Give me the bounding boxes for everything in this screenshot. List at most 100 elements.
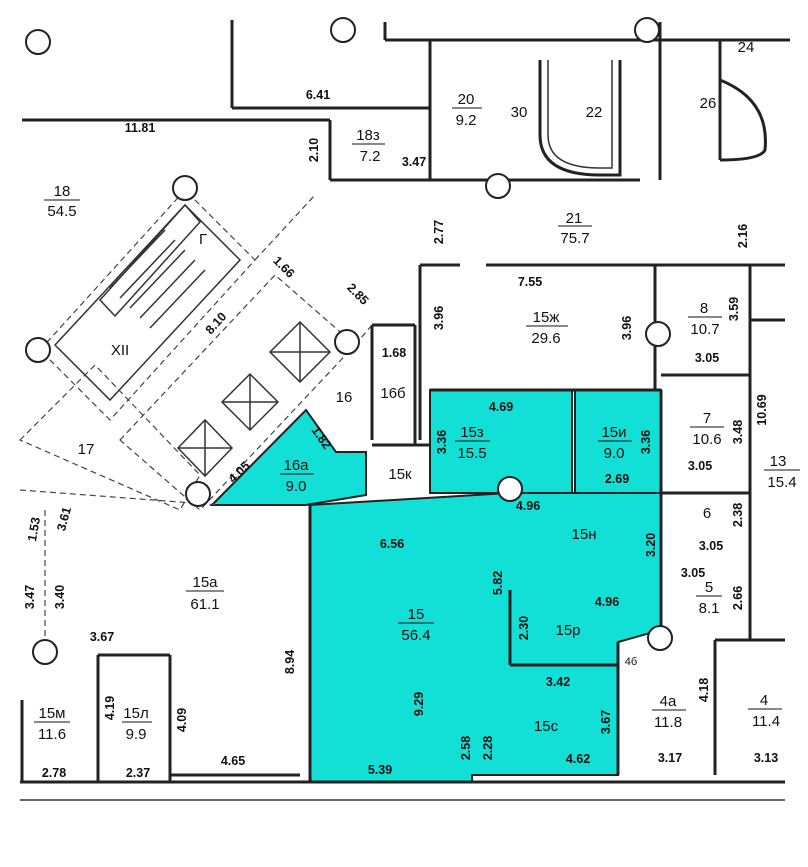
dimension: 3.96 (620, 316, 634, 340)
walls (20, 20, 785, 801)
room-number: 15р (555, 622, 580, 639)
room-area: 29.6 (531, 330, 560, 347)
room-area: 10.6 (692, 431, 721, 448)
dimension: 2.85 (344, 281, 371, 308)
room-number: 18з (356, 127, 380, 144)
room-area: 9.9 (126, 726, 147, 743)
room-area: 11.6 (38, 726, 66, 743)
dimension: 8.94 (283, 650, 297, 674)
room-area: 15.4 (767, 474, 796, 491)
room-number: 16б (380, 385, 405, 402)
column (634, 17, 660, 43)
room-number: 18 (54, 183, 71, 200)
dimension: 4.96 (595, 595, 619, 609)
dimension: 4.65 (221, 754, 245, 768)
room-number: 4 (760, 692, 768, 709)
dimension: 5.39 (368, 763, 392, 777)
room-area: 11.8 (654, 714, 682, 731)
column (25, 29, 51, 55)
dimension: 2.28 (481, 736, 495, 760)
room-area: 61.1 (190, 596, 219, 613)
room-number: 15и (601, 424, 626, 441)
dimension: 4.09 (175, 708, 189, 732)
column (334, 329, 360, 355)
room-number: 15з (460, 424, 484, 441)
dimension: 3.47 (402, 155, 426, 169)
dimension: 1.66 (270, 254, 297, 281)
room-number: 22 (586, 104, 603, 121)
dimension: 2.38 (731, 503, 745, 527)
room-number: 13 (770, 453, 787, 470)
dimension: 3.59 (727, 297, 741, 321)
room-number: 15а (192, 574, 218, 591)
room-area: 10.7 (690, 321, 719, 338)
highlighted-area (209, 389, 662, 783)
room-number: 15л (123, 705, 148, 722)
dimension: 3.36 (435, 430, 449, 454)
dimension: 9.29 (412, 692, 426, 716)
dimension: 3.96 (432, 306, 446, 330)
dimension: 3.13 (754, 751, 778, 765)
dimension: 3.48 (731, 420, 745, 444)
dimension-labels: 6.41 11.81 2.10 3.47 2.77 7.55 2.16 3.96… (23, 88, 778, 780)
room-area: 8.1 (699, 600, 720, 617)
dimension: 3.05 (695, 351, 719, 365)
dimension: 6.56 (380, 537, 404, 551)
room-number: 15 (408, 606, 425, 623)
room-number: 7 (703, 410, 711, 427)
room-15z-fill[interactable] (429, 389, 573, 494)
dimension: 3.40 (53, 585, 67, 609)
room-16a-fill[interactable] (209, 408, 367, 506)
room-number: 21 (566, 210, 583, 227)
dimension: 3.36 (639, 430, 653, 454)
dimension: 2.16 (736, 224, 750, 248)
dimension: 10.69 (755, 394, 769, 425)
dimension: 2.30 (517, 616, 531, 640)
dimension: 2.58 (459, 736, 473, 760)
dimension: 4.19 (103, 696, 117, 720)
room-area: 9.0 (286, 478, 307, 495)
column (185, 481, 211, 507)
dimension: 3.67 (599, 710, 613, 734)
room-number: 26 (700, 95, 717, 112)
room-area: 11.4 (752, 713, 780, 730)
columns (25, 17, 673, 665)
dimension: 4.69 (489, 400, 513, 414)
room-area: 54.5 (47, 203, 76, 220)
room-number: 16 (336, 389, 353, 406)
curved-walls (538, 38, 790, 177)
column (172, 175, 198, 201)
elevator-2 (220, 372, 280, 432)
dimension: 1.53 (25, 516, 43, 542)
dimension: 4.18 (697, 678, 711, 702)
room-number: 30 (511, 104, 528, 121)
room-number: XII (111, 342, 129, 359)
dimension: 3.47 (23, 585, 37, 609)
dimension: 7.55 (518, 275, 542, 289)
dimension: 2.10 (307, 138, 321, 162)
room-number: 24 (738, 39, 755, 56)
stair-treads (109, 229, 206, 329)
dimension: 3.05 (699, 539, 723, 553)
room-area: 75.7 (560, 230, 589, 247)
room-number: Г (199, 231, 207, 248)
room-number: 15м (39, 705, 66, 722)
dimension: 3.42 (546, 675, 570, 689)
room-area: 7.2 (360, 148, 381, 165)
dimension: 11.81 (125, 121, 156, 135)
elevator-1 (268, 320, 332, 384)
dimension: 2.77 (432, 220, 446, 244)
dimension: 2.66 (731, 586, 745, 610)
room-number: 4б (625, 656, 637, 668)
room-number: 5 (705, 579, 713, 596)
room-number: 20 (458, 91, 475, 108)
room-area: 56.4 (401, 627, 430, 644)
dimension: 4.96 (516, 499, 540, 513)
column (330, 17, 356, 43)
dimension: 3.67 (90, 630, 114, 644)
dimension: 3.05 (681, 566, 705, 580)
room-labels: 18 54.5 18з 7.2 20 9.2 30 22 24 26 21 75… (34, 39, 800, 743)
room-number: 16а (283, 457, 309, 474)
dimension: 2.37 (126, 766, 150, 780)
